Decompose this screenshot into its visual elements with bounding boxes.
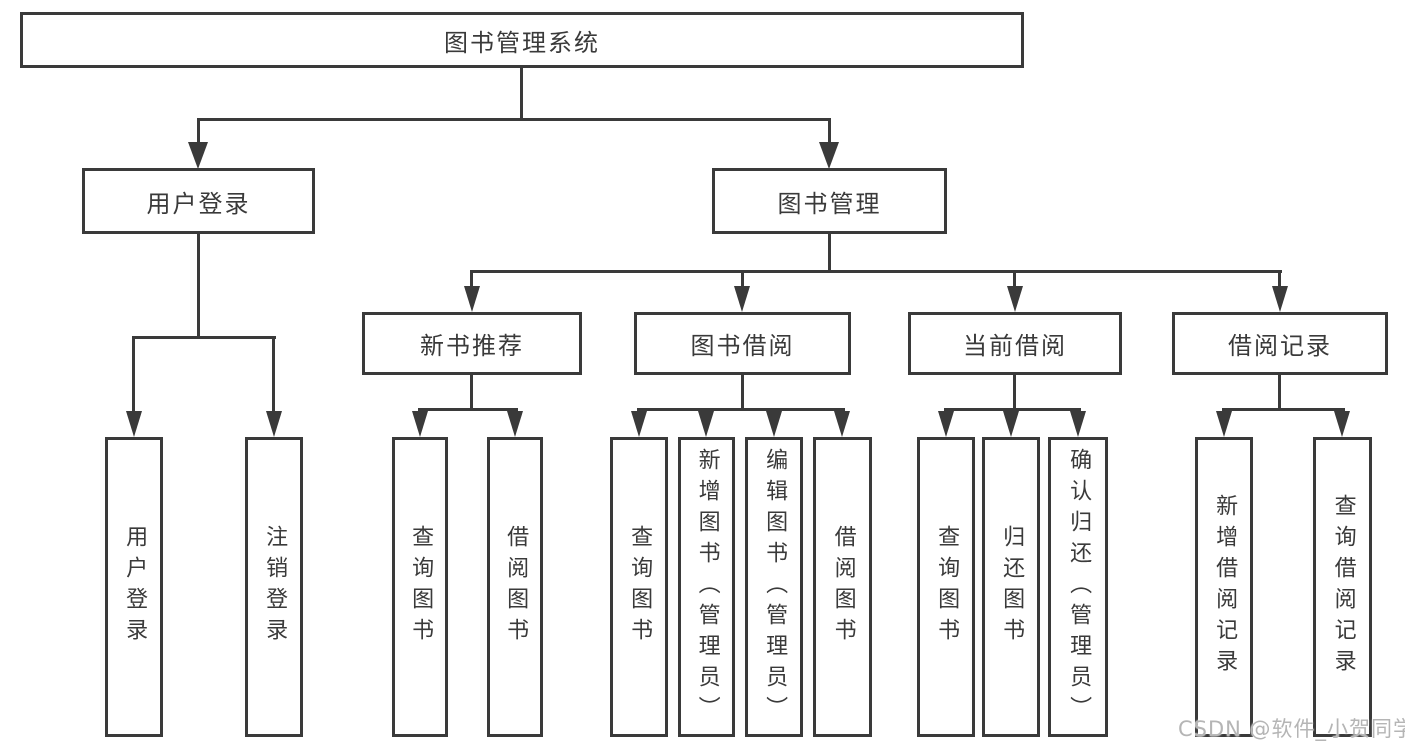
arrow-down-icon — [126, 411, 142, 437]
node-book-borrow: 图书借阅 — [634, 312, 851, 375]
leaf-recommend-borrow-books-label: 借阅图书 — [503, 525, 529, 649]
node-book-management-label: 图书管理 — [777, 189, 882, 218]
arrow-down-icon — [188, 142, 208, 169]
arrow-down-icon — [1003, 411, 1019, 437]
node-borrow-record: 借阅记录 — [1172, 312, 1388, 375]
leaf-confirm-return-admin-label: 确认归还（管理员） — [1066, 447, 1092, 727]
leaf-logout: 注销登录 — [245, 437, 303, 737]
edge-borrow-record-bar — [1222, 408, 1345, 411]
node-user-login: 用户登录 — [82, 168, 315, 234]
leaf-return-books-label: 归还图书 — [999, 525, 1025, 649]
leaf-borrow-query-books-label: 查询图书 — [627, 525, 653, 649]
leaf-edit-books-admin-label: 编辑图书（管理员） — [762, 447, 788, 727]
edge-level2-stem-right — [828, 121, 831, 143]
node-root-label: 图书管理系统 — [444, 28, 600, 57]
arrow-down-icon — [734, 286, 750, 312]
arrow-down-icon — [834, 411, 850, 437]
leaf-add-borrow-record: 新增借阅记录 — [1195, 437, 1253, 737]
edge-borrow-record-stub — [1278, 375, 1281, 411]
edge-user-login-drop-left — [132, 339, 135, 413]
leaf-borrow-books: 借阅图书 — [813, 437, 872, 737]
leaf-return-books: 归还图书 — [982, 437, 1040, 737]
edge-level3-stem-2 — [741, 273, 744, 288]
leaf-add-borrow-record-label: 新增借阅记录 — [1212, 494, 1238, 680]
edge-level3-stem-1 — [470, 273, 473, 288]
leaf-current-query-books-label: 查询图书 — [934, 525, 960, 649]
leaf-add-books-admin: 新增图书（管理员） — [678, 437, 735, 737]
arrow-down-icon — [1070, 411, 1086, 437]
edge-level3-stem-4 — [1278, 273, 1281, 288]
node-borrow-record-label: 借阅记录 — [1228, 332, 1332, 360]
node-current-borrow: 当前借阅 — [908, 312, 1122, 375]
arrow-down-icon — [1007, 286, 1023, 312]
node-book-borrow-label: 图书借阅 — [690, 332, 795, 360]
arrow-down-icon — [507, 411, 523, 437]
arrow-down-icon — [631, 411, 647, 437]
edge-user-login-stub — [197, 234, 200, 339]
leaf-add-books-admin-label: 新增图书（管理员） — [694, 447, 720, 727]
csdn-watermark: CSDN @软件_小贺同学 — [1178, 717, 1405, 741]
edge-current-borrow-bar — [944, 408, 1081, 411]
edge-level2-bar — [197, 118, 831, 121]
edge-level3-bar — [470, 270, 1282, 273]
arrow-down-icon — [698, 411, 714, 437]
leaf-edit-books-admin: 编辑图书（管理员） — [745, 437, 803, 737]
edge-current-borrow-stub — [1013, 375, 1016, 411]
node-new-book-recommend: 新书推荐 — [362, 312, 582, 375]
edge-user-login-bar — [132, 336, 276, 339]
edge-new-book-bar — [418, 408, 518, 411]
leaf-query-borrow-record-label: 查询借阅记录 — [1330, 494, 1356, 680]
node-book-management: 图书管理 — [712, 168, 947, 234]
leaf-recommend-query-books: 查询图书 — [392, 437, 448, 737]
node-current-borrow-label: 当前借阅 — [963, 332, 1067, 360]
leaf-recommend-borrow-books: 借阅图书 — [487, 437, 543, 737]
arrow-down-icon — [412, 411, 428, 437]
leaf-user-login: 用户登录 — [105, 437, 163, 737]
leaf-query-borrow-record: 查询借阅记录 — [1313, 437, 1372, 737]
arrow-down-icon — [1272, 286, 1288, 312]
leaf-current-query-books: 查询图书 — [917, 437, 975, 737]
leaf-borrow-query-books: 查询图书 — [610, 437, 668, 737]
edge-book-borrow-stub — [741, 375, 744, 411]
arrow-down-icon — [819, 142, 839, 169]
node-root: 图书管理系统 — [20, 12, 1024, 68]
arrow-down-icon — [1216, 411, 1232, 437]
leaf-user-login-label: 用户登录 — [122, 525, 148, 649]
node-user-login-label: 用户登录 — [146, 189, 251, 218]
arrow-down-icon — [464, 286, 480, 312]
edge-book-borrow-bar — [637, 408, 845, 411]
edge-new-book-stub — [470, 375, 473, 411]
arrow-down-icon — [938, 411, 954, 437]
leaf-borrow-books-label: 借阅图书 — [830, 525, 856, 649]
arrow-down-icon — [1334, 411, 1350, 437]
leaf-confirm-return-admin: 确认归还（管理员） — [1048, 437, 1108, 737]
edge-root-stub — [520, 68, 523, 121]
leaf-recommend-query-books-label: 查询图书 — [408, 525, 434, 649]
arrow-down-icon — [266, 411, 282, 437]
leaf-logout-label: 注销登录 — [262, 525, 288, 649]
edge-level2-stem-left — [197, 121, 200, 143]
edge-book-management-stub — [828, 234, 831, 273]
edge-user-login-drop-right — [272, 339, 275, 413]
node-new-book-recommend-label: 新书推荐 — [420, 332, 524, 360]
edge-level3-stem-3 — [1013, 273, 1016, 288]
arrow-down-icon — [766, 411, 782, 437]
